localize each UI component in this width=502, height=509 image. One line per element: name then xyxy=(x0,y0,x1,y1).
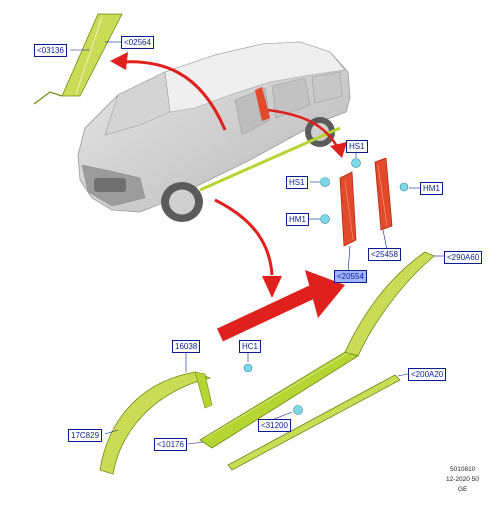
callout-290A60: <290A60 xyxy=(444,251,483,264)
clips xyxy=(243,158,409,415)
callout-hs1-left: HS1 xyxy=(286,176,308,189)
callout-02564: <02564 xyxy=(121,36,154,49)
callout-16038: 16038 xyxy=(172,340,201,353)
callout-hs1-top: HS1 xyxy=(346,140,368,153)
pillar-appliques xyxy=(339,157,393,247)
callout-17C829: 17C829 xyxy=(68,429,103,442)
callout-10176: <10176 xyxy=(154,438,187,451)
callout-20554: <20554 xyxy=(334,270,367,283)
callout-hm1-right: HM1 xyxy=(420,182,443,195)
footer-code: 5010810 xyxy=(450,466,476,473)
upper-trim-strips xyxy=(33,13,123,105)
lower-trim-parts xyxy=(99,251,435,475)
callout-200A20: <200A20 xyxy=(408,368,447,381)
footer-date: 12-2020 50 xyxy=(446,476,479,483)
callout-03136: <03136 xyxy=(34,44,67,57)
footer-region: GE xyxy=(458,486,468,493)
callout-31200: <31200 xyxy=(258,419,291,432)
callout-25458: <25458 xyxy=(368,248,401,261)
callout-hc1: HC1 xyxy=(239,340,262,353)
callout-hm1-left: HM1 xyxy=(286,213,309,226)
car-illustration xyxy=(77,41,351,222)
